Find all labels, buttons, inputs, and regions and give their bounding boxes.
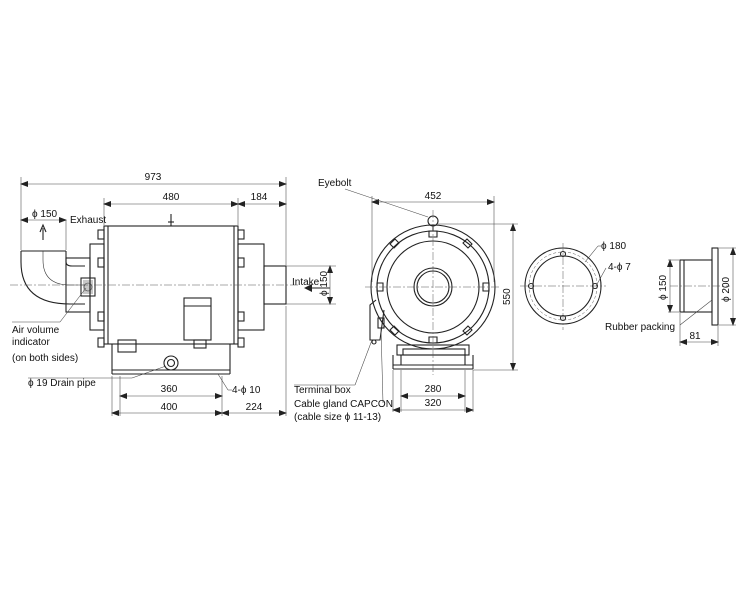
dim-front-foot-span: 280 [425,384,442,395]
label-cable-gland-1: Cable gland CAPCON [294,399,393,410]
label-drain-pipe: ϕ 19 Drain pipe [28,378,96,389]
terminal-box-front [369,299,385,341]
dim-intake-dia: ϕ 150 [319,270,330,296]
label-terminal-box: Terminal box [294,385,351,396]
label-exhaust: Exhaust [70,215,106,226]
dim-flange-pcd: ϕ 180 [601,241,627,252]
dim-flange-length: 81 [689,331,701,342]
front-view: 452 550 280 320 Eyebolt Terminal box Cab… [294,178,518,423]
dim-base-length: 400 [161,402,178,413]
label-eyebolt: Eyebolt [318,178,352,189]
dim-flange-inner-dia: ϕ 150 [658,274,669,300]
dim-body-length: 480 [163,192,180,203]
front-bolt-lugs [376,230,490,344]
dim-height: 550 [502,288,513,305]
label-air-volume-3: (on both sides) [12,353,78,364]
label-air-volume-1: Air volume [12,325,60,336]
dim-base-offset: 224 [246,402,263,413]
label-air-volume-2: indicator [12,337,50,348]
label-rubber-packing: Rubber packing [605,322,675,333]
dim-foot-holes: 4-ϕ 10 [232,385,261,396]
flange-side-view: ϕ 150 ϕ 200 81 Rubber packing [605,247,736,346]
dim-front-base: 320 [425,398,442,409]
exhaust-centerline [42,251,85,286]
exhaust-elbow-outer [20,251,85,305]
side-bolts [97,229,245,348]
dim-flange-holes: 4-ϕ 7 [608,262,631,273]
dim-exhaust-dia: ϕ 150 [32,209,58,220]
dim-front-width: 452 [425,191,442,202]
dim-intake-length: 184 [251,192,268,203]
side-view: 973 480 184 ϕ 150 ϕ 150 360 400 224 4-ϕ … [10,172,336,416]
terminal-box-side [183,297,212,341]
label-cable-gland-2: (cable size ϕ 11-13) [294,412,381,423]
dim-foot-span: 360 [161,384,178,395]
dim-flange-outer-dia: ϕ 200 [721,276,732,302]
dim-overall-length: 973 [145,172,162,183]
air-volume-indicator [80,277,96,297]
label-intake: Intake [292,277,320,288]
flange-plate [711,247,719,326]
drain-pipe [163,355,179,371]
flange-front-view: ϕ 180 4-ϕ 7 [520,241,631,330]
intake-flange [237,243,265,331]
